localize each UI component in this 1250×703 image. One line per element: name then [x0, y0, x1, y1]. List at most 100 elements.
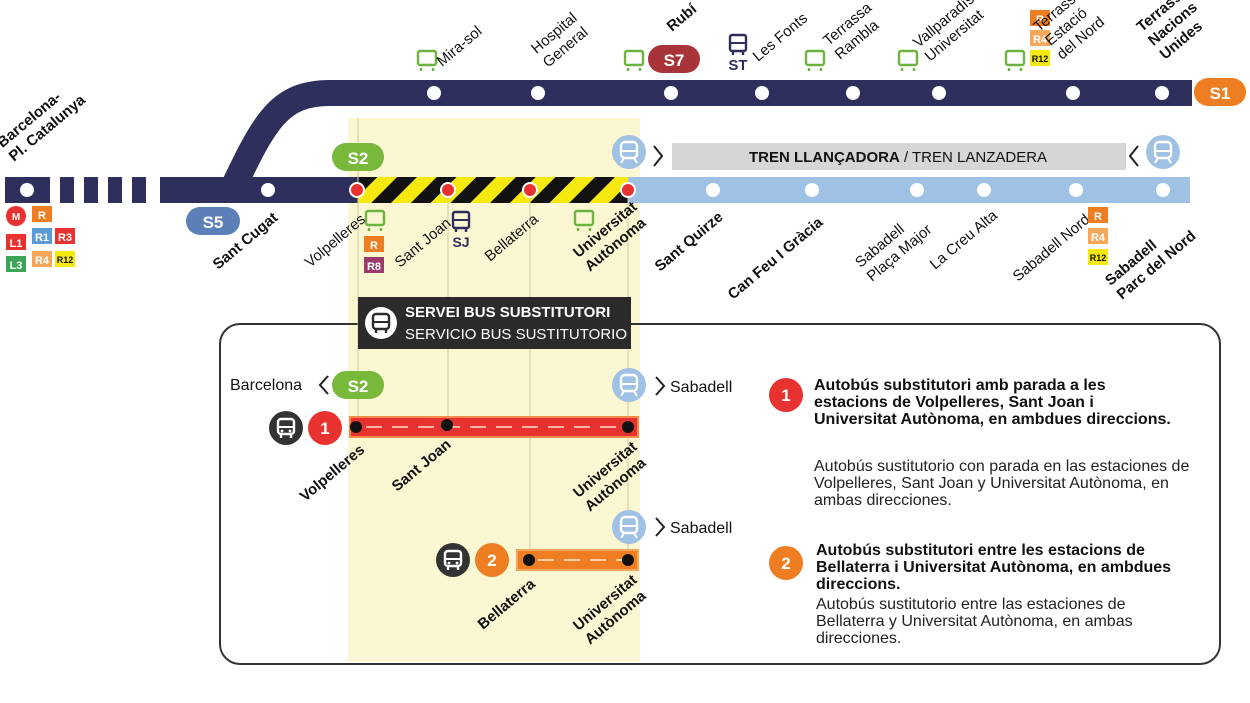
station-dot — [20, 183, 34, 197]
bus-icon — [897, 49, 919, 73]
dash-4 — [132, 177, 146, 203]
st-label: ST — [728, 57, 747, 74]
station-dot — [706, 183, 720, 197]
tram-icon — [610, 366, 648, 404]
s5-badge-label: S5 — [203, 213, 224, 232]
direction-sabadell: Sabadell — [670, 520, 732, 537]
bus-service-header — [358, 297, 631, 349]
bus-icon — [434, 541, 472, 579]
route-1-badge — [308, 411, 342, 445]
station-label-sant-quirze: Sant Quirze — [652, 208, 727, 275]
s1-badge — [1194, 78, 1246, 106]
metro-icon — [6, 206, 26, 226]
chevron-right-icon — [655, 376, 666, 396]
route-1-number: 1 — [320, 419, 329, 438]
route-stop — [523, 554, 535, 566]
direction-barcelona: Barcelona — [230, 377, 302, 394]
shuttle-label: TREN LLANÇADORA / TREN LANZADERA — [749, 149, 1047, 166]
svg-text:M: M — [12, 212, 20, 223]
tram-icon — [1144, 133, 1182, 171]
note-2-badge — [769, 546, 803, 580]
r4-badge: R4 — [35, 255, 50, 267]
s7-badge — [648, 45, 700, 73]
note-1-number: 1 — [781, 386, 790, 405]
station-dot — [1066, 86, 1080, 100]
s2-badge-label: S2 — [348, 149, 369, 168]
chevron-right-icon — [655, 517, 666, 537]
l3-badge: L3 — [10, 260, 23, 272]
route-stop — [441, 419, 453, 431]
direction-sabadell: Sabadell — [670, 379, 732, 396]
note-1-badge — [769, 378, 803, 412]
dash-1 — [60, 177, 74, 203]
station-dot — [910, 183, 924, 197]
station-label: TerrassaRambla — [820, 0, 887, 63]
bus-service-title-ca: SERVEI BUS SUBSTITUTORI — [405, 304, 610, 321]
bus-icon — [416, 49, 438, 73]
bus-icon — [804, 49, 826, 73]
station-dot-closed — [440, 182, 456, 198]
r4-badge: R4 — [1091, 232, 1106, 244]
station-label-can-feu: Can Feu I Gràcia — [725, 214, 827, 304]
note-1-text: Autobús sustitutorio con parada en las e… — [814, 458, 1190, 509]
station-label-terminus: TerrassaNacionsUnides — [1134, 0, 1216, 63]
station-dot — [1155, 86, 1169, 100]
r1-badge: R1 — [35, 232, 49, 244]
station-dot — [427, 86, 441, 100]
chevron-right-icon — [653, 145, 664, 167]
note-2-title: Autobús substitutori entre les estacions… — [816, 542, 1172, 593]
station-label-parc-nord: SabadellParc del Nord — [1102, 214, 1199, 304]
station-label: Mira-sol — [434, 23, 486, 70]
station-dot — [846, 86, 860, 100]
bus-icon — [623, 49, 645, 73]
station-dot — [1069, 183, 1083, 197]
r-badge: R — [370, 240, 378, 252]
l1-badge: L1 — [10, 238, 23, 250]
closed-section — [358, 177, 628, 203]
r-badge: R — [1036, 14, 1044, 26]
station-dot-closed — [349, 182, 365, 198]
route-stop — [622, 421, 634, 433]
station-dot — [932, 86, 946, 100]
note-1-title: Autobús substitutori amb parada a les es… — [814, 377, 1171, 428]
s2-shuttle-line — [628, 177, 1190, 203]
station-label: La Creu Alta — [927, 207, 1002, 274]
st-bus-icon — [728, 33, 748, 57]
dash-3 — [108, 177, 122, 203]
dash-2 — [84, 177, 98, 203]
route-stop — [622, 554, 634, 566]
tram-icon — [610, 133, 648, 171]
route-stop — [350, 421, 362, 433]
station-dot-closed — [620, 182, 636, 198]
station-label: Sabadell Nord — [1010, 211, 1094, 285]
bus-icon — [1004, 49, 1026, 73]
r-badge: R — [1094, 211, 1102, 223]
shuttle-banner — [672, 143, 1126, 170]
r-badge: R — [38, 210, 46, 222]
r3-badge: R3 — [58, 232, 72, 244]
station-dot — [977, 183, 991, 197]
r12-badge: R12 — [1032, 54, 1049, 64]
note-2-number: 2 — [781, 554, 790, 573]
sj-label: SJ — [452, 234, 469, 250]
s2-badge-label: S2 — [348, 377, 369, 396]
closure-area-overlay — [348, 325, 640, 662]
s2-badge — [332, 143, 384, 171]
station-dot-closed — [522, 182, 538, 198]
r4-badge: R4 — [1033, 34, 1048, 46]
station-label: VallparadísUniversitat — [910, 0, 989, 65]
s2-badge — [332, 371, 384, 399]
bus-service-title-es: SERVICIO BUS SUSTITUTORIO — [405, 326, 627, 343]
station-label-barcelona: Barcelona-Pl. Catalunya — [0, 77, 89, 165]
route-2-number: 2 — [487, 551, 496, 570]
s1-badge-label: S1 — [1210, 84, 1231, 103]
s1-line — [220, 80, 1192, 196]
station-dot — [664, 86, 678, 100]
station-label-rubi: Rubí — [664, 0, 701, 35]
r8-badge: R8 — [367, 261, 381, 273]
chevron-left-icon — [1128, 145, 1139, 167]
station-dot — [531, 86, 545, 100]
station-dot — [1156, 183, 1170, 197]
bus-icon — [267, 409, 305, 447]
